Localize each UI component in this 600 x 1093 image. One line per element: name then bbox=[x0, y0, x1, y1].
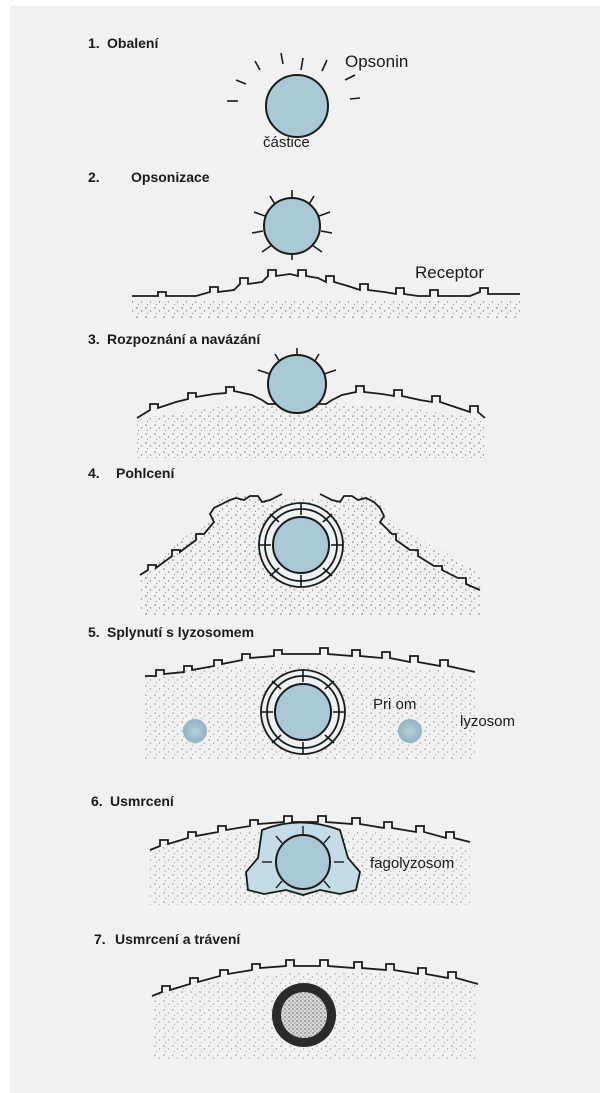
step-4-title: 4. Pohlcení bbox=[88, 465, 175, 481]
step-4-illustration bbox=[140, 492, 480, 615]
step-6-illustration: fagolyzosom bbox=[150, 816, 470, 905]
particle-circle bbox=[266, 75, 328, 137]
step-7-label: Usmrcení a trávení bbox=[115, 931, 241, 947]
step-3-title: 3. Rozpoznání a navázání bbox=[88, 331, 261, 347]
step-7-title: 7. Usmrcení a trávení bbox=[94, 931, 241, 947]
step-5-illustration: Pri om lyzosom bbox=[145, 648, 515, 760]
step-2-number: 2. bbox=[88, 169, 100, 185]
phagosome-label: Pri om bbox=[373, 696, 416, 713]
step-3-label: Rozpoznání a navázání bbox=[107, 331, 261, 347]
step-5-title: 5. Splynutí s lyzosomem bbox=[88, 624, 254, 640]
step-1-number: 1. bbox=[88, 35, 100, 51]
particle-label: částice bbox=[263, 134, 310, 151]
step-3-illustration bbox=[137, 348, 485, 460]
step-2-illustration: Receptor bbox=[132, 190, 520, 318]
step-5-label: Splynutí s lyzosomem bbox=[107, 624, 254, 640]
step-6-number: 6. bbox=[91, 793, 103, 809]
digested-particle bbox=[281, 992, 327, 1038]
opsonin-label: Opsonin bbox=[345, 52, 408, 71]
step-7-illustration bbox=[152, 960, 478, 1060]
particle-circle bbox=[264, 198, 320, 254]
step-1-illustration: Opsonin částice bbox=[227, 52, 408, 151]
particle-circle bbox=[268, 355, 326, 413]
step-6-label: Usmrcení bbox=[110, 793, 175, 809]
phagolysosome-label: fagolyzosom bbox=[370, 855, 454, 872]
step-4-label: Pohlcení bbox=[116, 465, 175, 481]
step-5-number: 5. bbox=[88, 624, 100, 640]
step-1-title: 1. Obalení bbox=[88, 35, 159, 51]
step-2-label: Opsonizace bbox=[131, 169, 210, 185]
step-3-number: 3. bbox=[88, 331, 100, 347]
lysosome-right bbox=[398, 719, 422, 743]
particle-circle bbox=[273, 517, 329, 573]
step-4-number: 4. bbox=[88, 465, 100, 481]
lysosome-label: lyzosom bbox=[460, 713, 515, 730]
receptor-label: Receptor bbox=[415, 263, 484, 282]
step-6-title: 6. Usmrcení bbox=[91, 793, 175, 809]
step-1-label: Obalení bbox=[107, 35, 159, 51]
lysosome-left bbox=[183, 719, 207, 743]
step-2-title: 2. Opsonizace bbox=[88, 169, 210, 185]
step-7-number: 7. bbox=[94, 931, 106, 947]
particle-circle bbox=[276, 835, 330, 889]
particle-circle bbox=[275, 684, 331, 740]
